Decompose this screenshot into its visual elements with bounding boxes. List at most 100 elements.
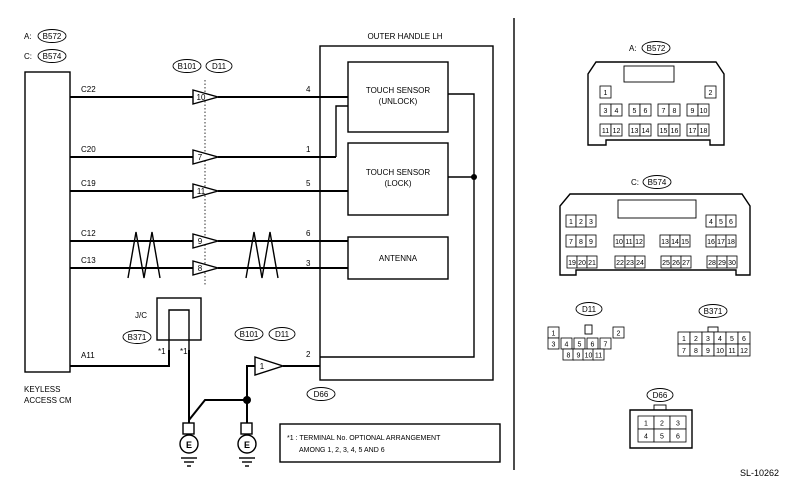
pin-label: 5	[660, 434, 664, 441]
svg-text:TOUCH SENSOR: TOUCH SENSOR	[366, 86, 431, 95]
pin-cell	[725, 234, 737, 248]
pin-cell	[612, 326, 625, 339]
pin-label: 8	[567, 353, 571, 360]
pin-cell	[737, 343, 751, 357]
pin-label: 18	[727, 239, 735, 246]
svg-text:6: 6	[306, 229, 311, 238]
svg-text:B371: B371	[704, 307, 723, 316]
pin-label: 5	[730, 336, 734, 343]
svg-text:ANTENNA: ANTENNA	[379, 254, 418, 263]
pin-label: 1	[569, 219, 573, 226]
pin-label: 6	[676, 434, 680, 441]
pin-label: 11	[595, 353, 602, 360]
module-label-line2: ACCESS CM	[24, 396, 72, 405]
svg-text:B574: B574	[648, 178, 667, 187]
pin-label: 19	[568, 260, 576, 267]
pin-cell	[610, 123, 623, 137]
svg-text:2: 2	[306, 350, 311, 359]
pin-label: 16	[707, 239, 715, 246]
svg-text:C:: C:	[24, 52, 32, 61]
joint-connector: J/C B371 *1 *1	[122, 297, 202, 356]
svg-text:AMONG 1, 2, 3, 4, 5 AND 6: AMONG 1, 2, 3, 4, 5 AND 6	[299, 447, 385, 454]
pin-label: 13	[631, 128, 639, 135]
svg-text:C22: C22	[81, 85, 96, 94]
pin-label: 14	[642, 128, 650, 135]
pin-cell	[610, 103, 623, 117]
pin-label: 10	[700, 108, 708, 115]
pin-cell	[668, 123, 681, 137]
pin-label: 4	[565, 342, 569, 349]
pin-cell	[680, 255, 692, 269]
pin-label: 10	[585, 353, 593, 360]
pin-label: 4	[615, 108, 619, 115]
svg-text:J/C: J/C	[135, 311, 147, 320]
junction-bubbles: B101 D11	[172, 59, 233, 73]
pin-label: 2	[617, 331, 621, 338]
pin-label: 28	[708, 260, 716, 267]
pin-label: 4	[709, 219, 713, 226]
pin-label: 18	[700, 128, 708, 135]
pin-label: 17	[689, 128, 697, 135]
svg-text:B101: B101	[178, 62, 197, 71]
pin-cell	[725, 214, 737, 228]
ground-network	[188, 396, 251, 423]
pin-label: 26	[672, 260, 680, 267]
pin-label: 3	[589, 219, 593, 226]
pin-label: 3	[604, 108, 608, 115]
antenna: ANTENNA	[347, 236, 449, 280]
pin-cell	[704, 85, 717, 99]
twisted-pair-mark-right	[245, 231, 279, 279]
pin-label: 27	[682, 260, 690, 267]
pin-label: 1	[604, 90, 608, 97]
outer-handle-title: OUTER HANDLE LH	[367, 32, 442, 41]
ground-wire-pin2: 1 2	[246, 350, 320, 400]
svg-text:E: E	[244, 440, 250, 450]
svg-text:E: E	[186, 440, 192, 450]
pin-label: 30	[728, 260, 736, 267]
svg-text:B572: B572	[43, 32, 62, 41]
svg-text:1: 1	[260, 362, 265, 371]
pin-label: 12	[740, 348, 748, 355]
pin-label: 3	[676, 421, 680, 428]
pin-label: 4	[718, 336, 722, 343]
pin-label: 4	[644, 434, 648, 441]
touch-sensor-unlock: TOUCH SENSOR (UNLOCK)	[347, 61, 449, 133]
pin-cell	[634, 255, 646, 269]
pin-label: 1	[552, 331, 556, 338]
pin-cell	[697, 123, 710, 137]
svg-text:TOUCH SENSOR: TOUCH SENSOR	[366, 168, 431, 177]
svg-text:3: 3	[306, 259, 311, 268]
module-label-line1: KEYLESS	[24, 385, 60, 394]
svg-text:A:: A:	[24, 32, 32, 41]
pin-label: 2	[709, 90, 713, 97]
pin-label: 6	[729, 219, 733, 226]
twisted-pair-mark-left	[127, 231, 161, 279]
ground-symbol-2: E	[237, 422, 257, 467]
pin-label: 12	[613, 128, 621, 135]
pin-label: 3	[706, 336, 710, 343]
svg-text:*1: *1	[180, 347, 188, 356]
svg-text:D66: D66	[314, 390, 329, 399]
pin-label: 1	[644, 421, 648, 428]
pin-label: 6	[591, 342, 595, 349]
wire-a11: A11	[70, 350, 190, 423]
svg-text:10: 10	[197, 93, 206, 102]
pin-label: 22	[616, 260, 624, 267]
connector-label-c: C: B574	[24, 49, 67, 63]
svg-text:D66: D66	[653, 391, 668, 400]
pin-label: 3	[552, 342, 556, 349]
pin-label: 8	[673, 108, 677, 115]
pin-cell	[669, 428, 687, 443]
pin-label: 7	[604, 342, 608, 349]
pin-label: 20	[578, 260, 586, 267]
pin-label: 10	[615, 239, 623, 246]
pin-label: 5	[578, 342, 582, 349]
pin-cell	[726, 255, 738, 269]
pin-label: 7	[682, 348, 686, 355]
pin-label: 8	[694, 348, 698, 355]
svg-text:8: 8	[198, 264, 203, 273]
svg-text:A:: A:	[629, 44, 637, 53]
pin-label: 17	[717, 239, 725, 246]
pin-label: 10	[716, 348, 724, 355]
pin-label: 2	[660, 421, 664, 428]
